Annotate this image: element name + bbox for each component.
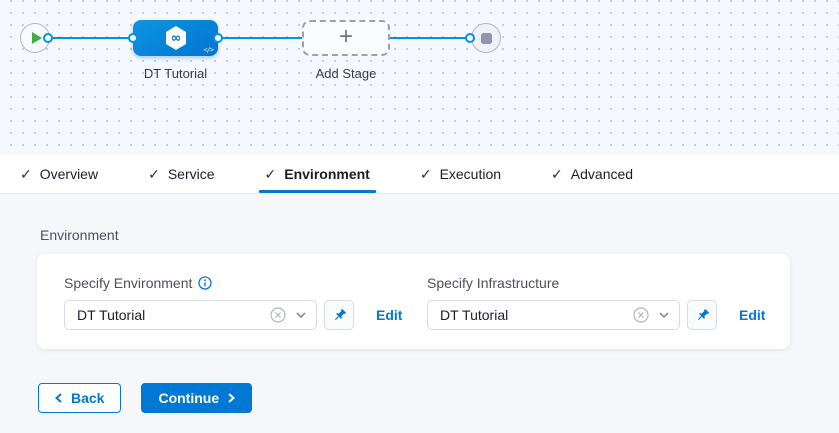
wizard-footer: Back Continue	[38, 383, 839, 413]
connector-port	[43, 33, 53, 43]
infrastructure-select-input[interactable]	[440, 307, 633, 323]
environment-select-input[interactable]	[77, 307, 270, 323]
tab-label: Environment	[284, 166, 370, 182]
check-icon: ✓	[148, 165, 160, 182]
add-stage-button[interactable]: +	[302, 20, 390, 56]
field-label-infrastructure: Specify Infrastructure	[427, 274, 765, 291]
section-title: Environment	[40, 227, 119, 243]
play-icon	[31, 32, 42, 44]
edit-infrastructure-link[interactable]: Edit	[739, 307, 766, 323]
add-stage-label: Add Stage	[315, 66, 377, 81]
tab-label: Execution	[439, 166, 502, 182]
code-icon: </>	[203, 46, 214, 54]
continue-button[interactable]: Continue	[141, 383, 253, 413]
connector-port	[128, 33, 138, 43]
pin-button[interactable]	[687, 300, 717, 330]
continue-button-label: Continue	[158, 390, 220, 406]
tab-environment[interactable]: ✓ Environment	[258, 155, 377, 193]
check-icon: ✓	[264, 165, 277, 182]
stage-node-label: DT Tutorial	[143, 66, 208, 81]
stop-icon	[480, 32, 492, 44]
field-group-infrastructure: Specify Infrastructure	[427, 274, 765, 349]
connector-line	[389, 37, 470, 39]
plus-icon: +	[338, 22, 353, 50]
tab-execution[interactable]: ✓ Execution	[420, 155, 501, 193]
connector-port	[213, 33, 223, 43]
tab-overview[interactable]: ✓ Overview	[20, 155, 98, 193]
pin-icon	[697, 308, 709, 320]
connector-line	[48, 37, 134, 39]
check-icon: ✓	[419, 165, 432, 182]
tab-label: Overview	[39, 166, 99, 182]
edit-environment-link[interactable]: Edit	[376, 307, 403, 323]
chevron-down-icon[interactable]	[659, 312, 669, 318]
field-row-infrastructure: Edit	[427, 300, 765, 330]
back-button[interactable]: Back	[38, 383, 122, 413]
pipeline-end-node[interactable]	[471, 23, 501, 53]
check-icon: ✓	[20, 165, 32, 182]
connector-line	[217, 37, 303, 39]
tab-label: Advanced	[570, 166, 634, 182]
field-label-text: Specify Environment	[64, 274, 193, 291]
clear-icon[interactable]	[270, 307, 286, 323]
stage-tabs: ✓ Overview ✓ Service ✓ Environment ✓ Exe…	[0, 155, 839, 194]
field-group-environment: Specify Environment	[64, 274, 427, 349]
pipeline-canvas[interactable]: ∞ </> DT Tutorial + Add Stage	[0, 0, 839, 155]
tab-label: Service	[167, 166, 215, 182]
chevron-right-icon	[228, 393, 236, 403]
hexagon-infinity-icon: ∞	[165, 26, 186, 50]
clear-icon[interactable]	[633, 307, 649, 323]
field-label-text: Specify Infrastructure	[427, 274, 560, 291]
stage-node-dt-tutorial[interactable]: ∞ </>	[133, 20, 218, 56]
field-label-environment: Specify Environment	[64, 274, 427, 291]
environment-tab-panel: Environment Specify Environment	[0, 194, 839, 433]
chevron-left-icon	[55, 393, 62, 403]
tab-advanced[interactable]: ✓ Advanced	[551, 155, 633, 193]
info-icon[interactable]	[198, 275, 213, 290]
pin-button[interactable]	[324, 300, 354, 330]
environment-select[interactable]	[64, 300, 317, 330]
svg-text:∞: ∞	[170, 31, 181, 46]
check-icon: ✓	[551, 165, 563, 182]
pin-icon	[334, 308, 346, 320]
back-button-label: Back	[71, 390, 105, 406]
infrastructure-select[interactable]	[427, 300, 680, 330]
tab-service[interactable]: ✓ Service	[148, 155, 214, 193]
field-row-environment: Edit	[64, 300, 427, 330]
connector-port	[465, 33, 475, 43]
environment-card: Specify Environment	[37, 254, 790, 349]
chevron-down-icon[interactable]	[296, 312, 306, 318]
